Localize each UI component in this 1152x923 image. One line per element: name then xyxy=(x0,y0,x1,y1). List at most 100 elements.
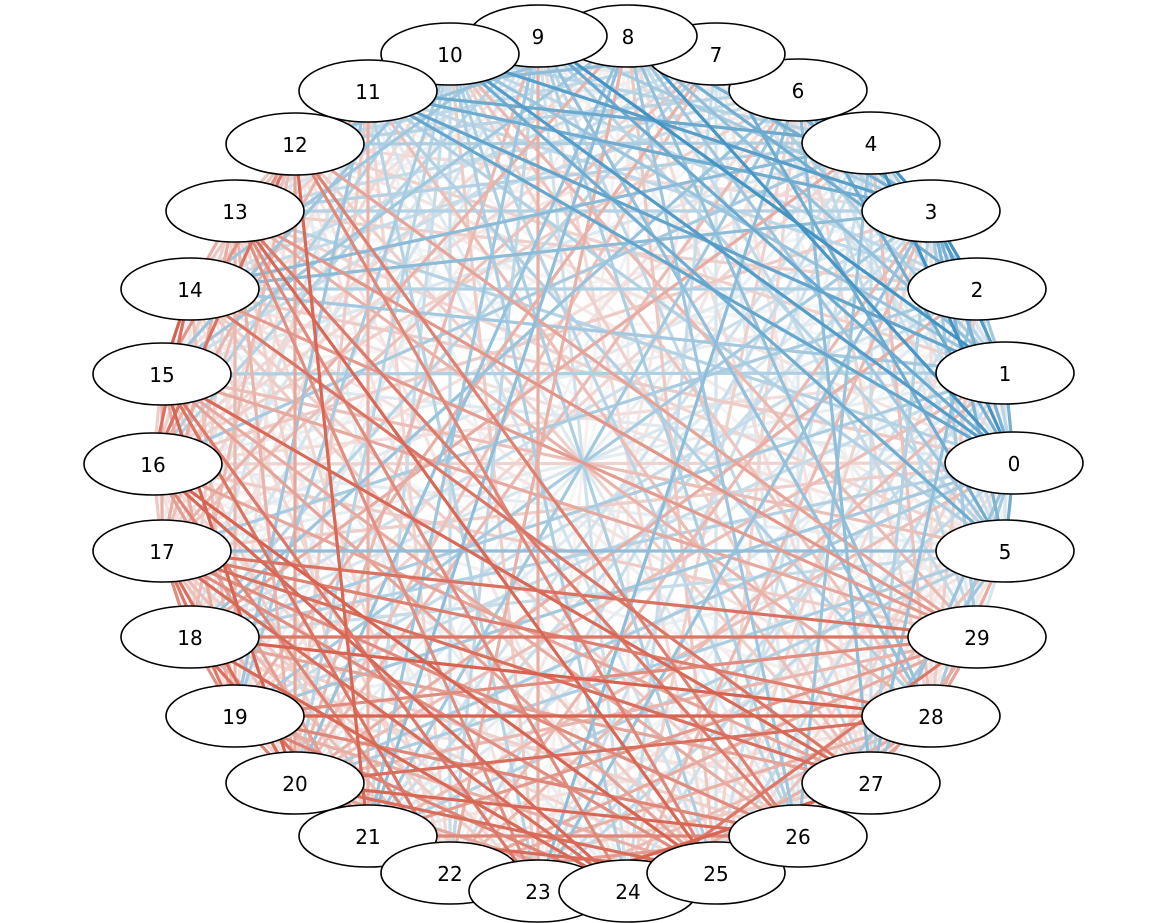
edge-15-24 xyxy=(160,372,630,893)
edge-1-4 xyxy=(869,142,1007,374)
edge-1-8 xyxy=(626,34,1007,375)
node-ellipse[interactable] xyxy=(165,684,305,748)
node-0[interactable]: 0 xyxy=(944,431,1084,495)
edge-20-26 xyxy=(294,781,799,838)
edge-11-20 xyxy=(293,90,370,784)
edge-13-29 xyxy=(234,209,978,639)
node-27[interactable]: 27 xyxy=(801,751,941,815)
edge-0-11 xyxy=(367,89,1015,465)
node-ellipse[interactable] xyxy=(83,432,223,496)
node-1[interactable]: 1 xyxy=(935,341,1075,405)
node-label: 25 xyxy=(703,862,728,886)
node-ellipse[interactable] xyxy=(165,179,305,243)
edge-14-29 xyxy=(189,287,978,639)
node-label: 26 xyxy=(785,825,810,849)
node-ellipse[interactable] xyxy=(907,605,1047,669)
edge-0-21 xyxy=(367,461,1015,838)
edge-10-27 xyxy=(448,53,873,784)
edge-12-25 xyxy=(293,143,718,874)
edge-18-26 xyxy=(189,635,799,838)
edge-18-24 xyxy=(189,635,629,893)
node-ellipse[interactable] xyxy=(298,59,438,123)
edge-9-18 xyxy=(188,35,540,638)
node-ellipse[interactable] xyxy=(801,111,941,175)
edge-12-29 xyxy=(294,142,978,639)
edge-16-27 xyxy=(152,462,872,785)
node-ellipse[interactable] xyxy=(861,179,1001,243)
node-14[interactable]: 14 xyxy=(120,257,260,321)
node-label: 1 xyxy=(999,362,1012,386)
node-ellipse[interactable] xyxy=(225,112,365,176)
node-ellipse[interactable] xyxy=(92,519,232,583)
edge-12-21 xyxy=(293,143,370,837)
node-ellipse[interactable] xyxy=(801,751,941,815)
edge-4-13 xyxy=(234,141,872,213)
node-ellipse[interactable] xyxy=(935,519,1075,583)
edge-6-15 xyxy=(161,88,799,376)
edge-9-21 xyxy=(366,35,540,837)
node-label: 9 xyxy=(532,25,545,49)
node-label: 8 xyxy=(622,25,635,49)
node-ellipse[interactable] xyxy=(728,804,868,868)
node-label: 6 xyxy=(792,79,805,103)
node-ellipse[interactable] xyxy=(120,257,260,321)
edge-4-14 xyxy=(189,141,872,291)
edge-3-25 xyxy=(714,210,933,874)
edge-2-12 xyxy=(294,142,978,291)
node-16[interactable]: 16 xyxy=(83,432,223,496)
node-12[interactable]: 12 xyxy=(225,112,365,176)
node-13[interactable]: 13 xyxy=(165,179,305,243)
node-label: 20 xyxy=(282,772,307,796)
node-4[interactable]: 4 xyxy=(801,111,941,175)
edge-7-12 xyxy=(294,52,717,146)
edge-6-23 xyxy=(536,89,800,892)
node-18[interactable]: 18 xyxy=(120,605,260,669)
node-ellipse[interactable] xyxy=(944,431,1084,495)
edge-7-16 xyxy=(152,52,717,466)
edge-11-24 xyxy=(366,90,630,892)
edge-3-11 xyxy=(367,89,932,213)
edge-10-23 xyxy=(448,53,540,892)
edge-9-28 xyxy=(536,35,933,717)
edge-8-21 xyxy=(366,35,630,837)
node-28[interactable]: 28 xyxy=(861,684,1001,748)
edge-0-3 xyxy=(929,210,1016,464)
edge-7-24 xyxy=(626,53,718,892)
edge-1-23 xyxy=(536,371,1007,893)
edge-7-20 xyxy=(293,53,718,784)
node-15[interactable]: 15 xyxy=(92,342,232,406)
node-ellipse[interactable] xyxy=(935,341,1075,405)
node-2[interactable]: 2 xyxy=(907,257,1047,321)
node-11[interactable]: 11 xyxy=(298,59,438,123)
edge-1-9 xyxy=(537,34,1006,375)
edge-8-17 xyxy=(160,34,630,553)
node-29[interactable]: 29 xyxy=(907,605,1047,669)
node-label: 16 xyxy=(140,453,165,477)
node-label: 2 xyxy=(971,278,984,302)
edge-13-22 xyxy=(233,210,452,874)
node-5[interactable]: 5 xyxy=(935,519,1075,583)
edge-11-19 xyxy=(233,90,370,717)
node-ellipse[interactable] xyxy=(861,684,1001,748)
edge-14-23 xyxy=(188,288,540,892)
node-ellipse[interactable] xyxy=(907,257,1047,321)
node-ellipse[interactable] xyxy=(225,751,365,815)
node-label: 7 xyxy=(710,43,723,67)
node-17[interactable]: 17 xyxy=(92,519,232,583)
node-19[interactable]: 19 xyxy=(165,684,305,748)
node-26[interactable]: 26 xyxy=(728,804,868,868)
edge-0-28 xyxy=(929,462,1016,717)
edge-3-12 xyxy=(294,142,932,213)
edge-16-25 xyxy=(152,462,717,875)
node-ellipse[interactable] xyxy=(92,342,232,406)
edge-9-26 xyxy=(536,35,800,837)
node-label: 17 xyxy=(149,540,174,564)
node-ellipse[interactable] xyxy=(120,605,260,669)
edge-3-14 xyxy=(189,209,932,291)
edge-8-29 xyxy=(626,35,979,638)
node-3[interactable]: 3 xyxy=(861,179,1001,243)
edge-17-20 xyxy=(160,550,297,784)
node-20[interactable]: 20 xyxy=(225,751,365,815)
edge-5-8 xyxy=(626,35,1007,552)
